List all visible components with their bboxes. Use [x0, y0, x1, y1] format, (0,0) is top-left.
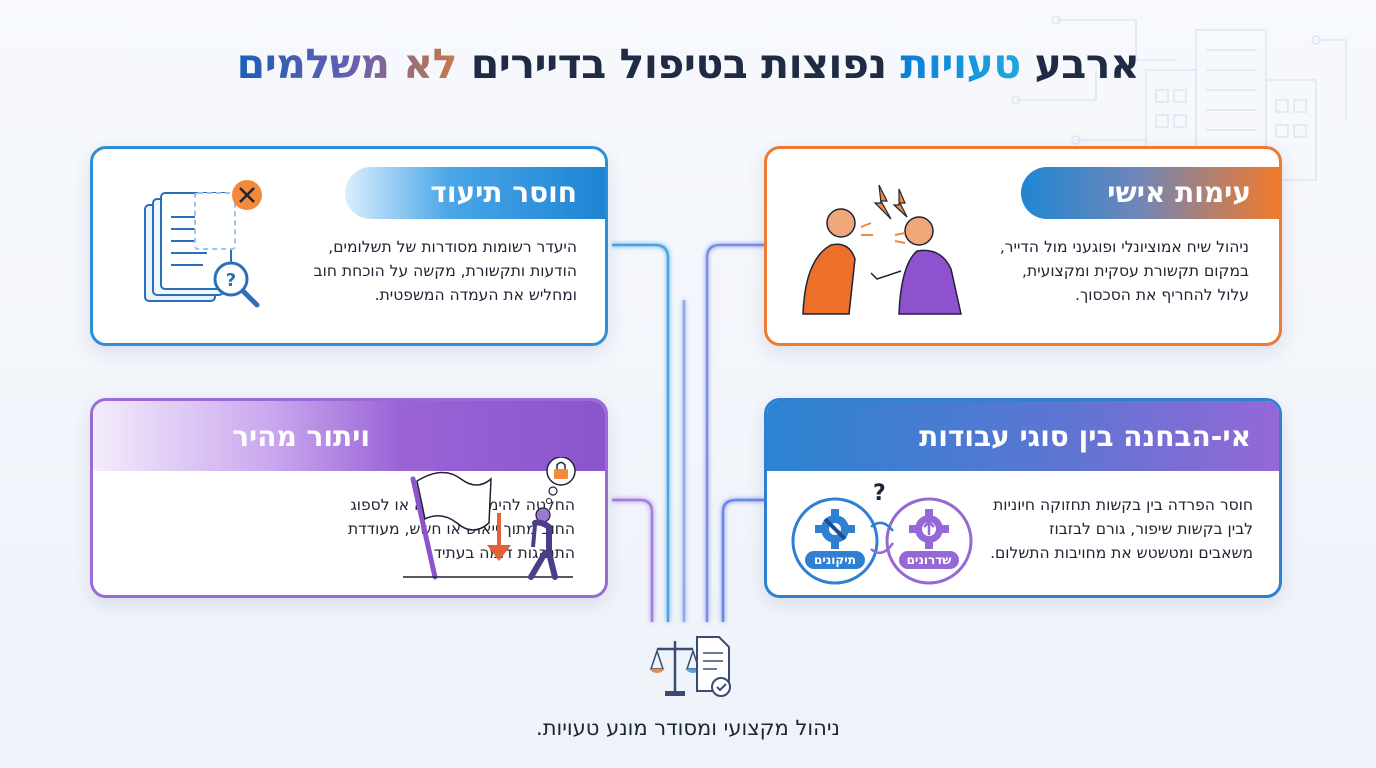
title-part-2: טעויות — [900, 40, 1021, 88]
gear-label-upgrades: שדרונים — [906, 553, 952, 567]
card-personal-conflict: עימות אישי ניהול שיח אמוציונלי ופוגעני מ… — [764, 146, 1282, 346]
title-part-1: ארבע — [1034, 40, 1140, 88]
card-giving-up-quickly: ויתור מהיר החלטה להימנע מפעולה או לספוג … — [90, 398, 608, 598]
gear-label-repairs: תיקונים — [813, 553, 856, 567]
card-heading-lack-of-documentation: חוסר תיעוד — [345, 167, 605, 219]
card-heading-personal-conflict: עימות אישי — [1021, 167, 1279, 219]
svg-text:?: ? — [226, 270, 236, 291]
documents-magnifier-icon: ? — [144, 180, 262, 308]
white-flag-and-sad-person-icon — [403, 457, 576, 580]
card-heading-giving-up-quickly: ויתור מהיר — [93, 401, 605, 471]
card-lack-of-documentation: חוסר תיעוד היעדר רשומות מסודרות של תשלומ… — [90, 146, 608, 346]
title-part-3: נפוצות בטיפול בדיירים — [470, 40, 887, 88]
repairs-vs-upgrades-gears-icon — [791, 497, 973, 585]
page-title: ארבע טעויות נפוצות בטיפול בדיירים לא משל… — [0, 40, 1376, 88]
arguing-people-icon — [802, 184, 962, 315]
title-part-4: לא משלמים — [236, 40, 458, 88]
question-mark: ? — [873, 481, 886, 506]
card-text-lack-of-distinction: חוסר הפרדה בין בקשות תחזוקה חיוניות לבין… — [990, 496, 1253, 562]
footer-text: ניהול מקצועי ומסודר מונע טעויות. — [536, 716, 840, 740]
scales-and-document-icon — [649, 636, 731, 697]
card-heading-lack-of-distinction: אי-הבחנה בין סוגי עבודות — [767, 401, 1279, 471]
card-text-lack-of-documentation: היעדר רשומות מסודרות של תשלומים, הודעות … — [313, 238, 577, 304]
card-lack-of-distinction: אי-הבחנה בין סוגי עבודות חוסר הפרדה בין … — [764, 398, 1282, 598]
card-text-personal-conflict: ניהול שיח אמוציונלי ופוגעני מול הדייר, ב… — [999, 238, 1249, 304]
